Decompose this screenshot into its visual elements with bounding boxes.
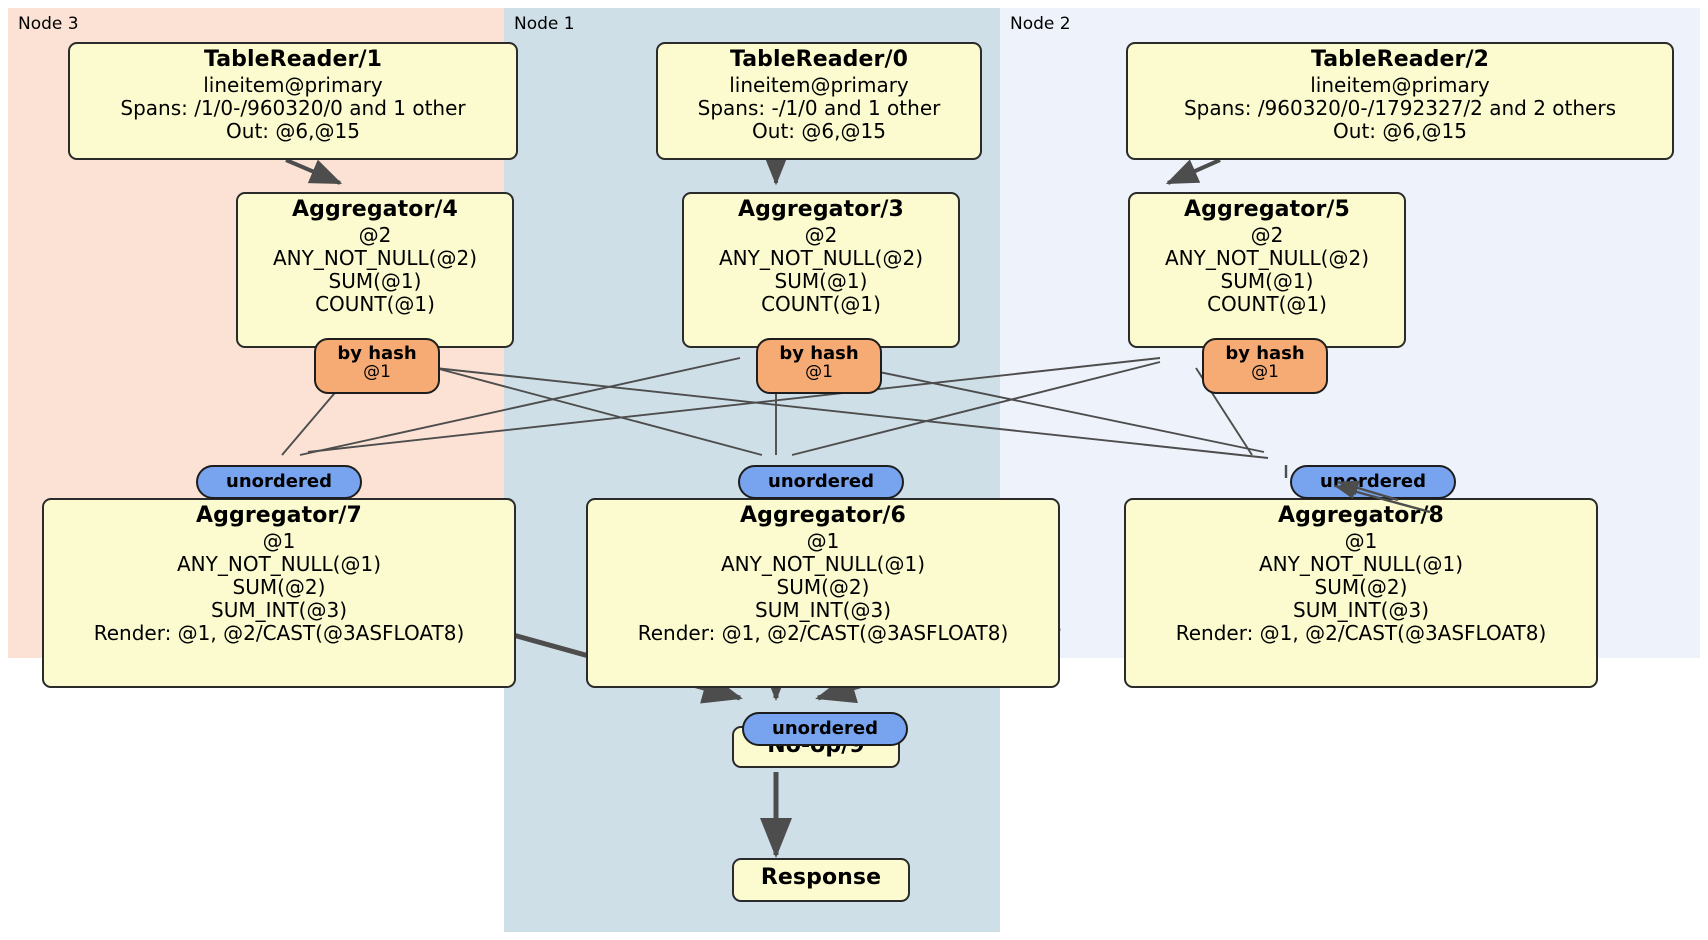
processor-line: SUM(@1) xyxy=(1220,268,1314,293)
collector-label: unordered xyxy=(768,471,874,492)
processor-line: Spans: -/1/0 and 1 other xyxy=(697,95,941,120)
processor-response[interactable]: Response xyxy=(732,858,910,902)
router-label: by hash xyxy=(1225,343,1305,364)
processor-table-reader-0[interactable]: TableReader/0 lineitem@primary Spans: -/… xyxy=(656,42,982,160)
processor-title: Aggregator/4 xyxy=(292,197,458,222)
processor-line: lineitem@primary xyxy=(729,72,909,97)
processor-title: Aggregator/3 xyxy=(738,197,904,222)
processor-aggregator-6[interactable]: Aggregator/6 @1 ANY_NOT_NULL(@1) SUM(@2)… xyxy=(586,498,1060,688)
processor-line: ANY_NOT_NULL(@1) xyxy=(1259,551,1463,576)
processor-line: SUM(@2) xyxy=(1314,574,1408,599)
router-by-hash-3[interactable]: by hash @1 xyxy=(756,338,882,394)
processor-title: Aggregator/5 xyxy=(1184,197,1350,222)
collector-label: unordered xyxy=(226,471,332,492)
processor-table-reader-2[interactable]: TableReader/2 lineitem@primary Spans: /9… xyxy=(1126,42,1674,160)
processor-title: Aggregator/6 xyxy=(740,503,906,528)
node-region-label-node3: Node 3 xyxy=(18,14,79,34)
processor-line: SUM_INT(@3) xyxy=(1293,598,1429,623)
processor-line: @1 xyxy=(262,528,296,553)
processor-title: TableReader/2 xyxy=(1310,47,1490,72)
router-label: by hash xyxy=(779,343,859,364)
processor-line: SUM(@1) xyxy=(328,268,422,293)
processor-title: Aggregator/7 xyxy=(196,503,362,528)
processor-line: Out: @6,@15 xyxy=(752,118,886,143)
collector-unordered-9[interactable]: unordered xyxy=(742,712,908,746)
processor-title: Response xyxy=(760,865,882,890)
processor-line: Render: @1, @2/CAST(@3ASFLOAT8) xyxy=(93,621,465,646)
collector-label: unordered xyxy=(1320,471,1426,492)
processor-line: Render: @1, @2/CAST(@3ASFLOAT8) xyxy=(637,621,1009,646)
router-sublabel: @1 xyxy=(1251,361,1279,382)
processor-line: Out: @6,@15 xyxy=(226,118,360,143)
collector-label: unordered xyxy=(772,718,878,739)
processor-line: ANY_NOT_NULL(@1) xyxy=(721,551,925,576)
processor-line: lineitem@primary xyxy=(203,72,383,97)
processor-title: Aggregator/8 xyxy=(1278,503,1444,528)
processor-line: COUNT(@1) xyxy=(761,292,881,317)
router-sublabel: @1 xyxy=(363,361,391,382)
processor-line: @2 xyxy=(358,222,392,247)
processor-aggregator-5[interactable]: Aggregator/5 @2 ANY_NOT_NULL(@2) SUM(@1)… xyxy=(1128,192,1406,348)
processor-line: Out: @6,@15 xyxy=(1333,118,1467,143)
collector-unordered-6[interactable]: unordered xyxy=(738,465,904,499)
processor-line: ANY_NOT_NULL(@2) xyxy=(719,245,923,270)
processor-line: SUM_INT(@3) xyxy=(755,598,891,623)
processor-line: SUM(@2) xyxy=(232,574,326,599)
node-region-label-node2: Node 2 xyxy=(1010,14,1071,34)
node-region-label-node1: Node 1 xyxy=(514,14,575,34)
processor-line: SUM_INT(@3) xyxy=(211,598,347,623)
processor-line: SUM(@2) xyxy=(776,574,870,599)
processor-line: @1 xyxy=(806,528,840,553)
processor-line: ANY_NOT_NULL(@2) xyxy=(273,245,477,270)
processor-line: Spans: /1/0-/960320/0 and 1 other xyxy=(120,95,466,120)
processor-line: COUNT(@1) xyxy=(1207,292,1327,317)
processor-line: Spans: /960320/0-/1792327/2 and 2 others xyxy=(1183,95,1616,120)
processor-aggregator-7[interactable]: Aggregator/7 @1 ANY_NOT_NULL(@1) SUM(@2)… xyxy=(42,498,516,688)
processor-line: @2 xyxy=(804,222,838,247)
processor-line: COUNT(@1) xyxy=(315,292,435,317)
processor-line: @1 xyxy=(1344,528,1378,553)
processor-line: @2 xyxy=(1250,222,1284,247)
processor-line: Render: @1, @2/CAST(@3ASFLOAT8) xyxy=(1175,621,1547,646)
router-by-hash-4[interactable]: by hash @1 xyxy=(314,338,440,394)
processor-line: ANY_NOT_NULL(@2) xyxy=(1165,245,1369,270)
processor-line: lineitem@primary xyxy=(1310,72,1490,97)
router-sublabel: @1 xyxy=(805,361,833,382)
processor-aggregator-4[interactable]: Aggregator/4 @2 ANY_NOT_NULL(@2) SUM(@1)… xyxy=(236,192,514,348)
collector-unordered-7[interactable]: unordered xyxy=(196,465,362,499)
router-by-hash-5[interactable]: by hash @1 xyxy=(1202,338,1328,394)
processor-table-reader-1[interactable]: TableReader/1 lineitem@primary Spans: /1… xyxy=(68,42,518,160)
processor-line: SUM(@1) xyxy=(774,268,868,293)
processor-title: TableReader/1 xyxy=(203,47,383,72)
processor-line: ANY_NOT_NULL(@1) xyxy=(177,551,381,576)
processor-aggregator-8[interactable]: Aggregator/8 @1 ANY_NOT_NULL(@1) SUM(@2)… xyxy=(1124,498,1598,688)
processor-title: TableReader/0 xyxy=(729,47,909,72)
router-label: by hash xyxy=(337,343,417,364)
collector-unordered-8[interactable]: unordered xyxy=(1290,465,1456,499)
processor-aggregator-3[interactable]: Aggregator/3 @2 ANY_NOT_NULL(@2) SUM(@1)… xyxy=(682,192,960,348)
